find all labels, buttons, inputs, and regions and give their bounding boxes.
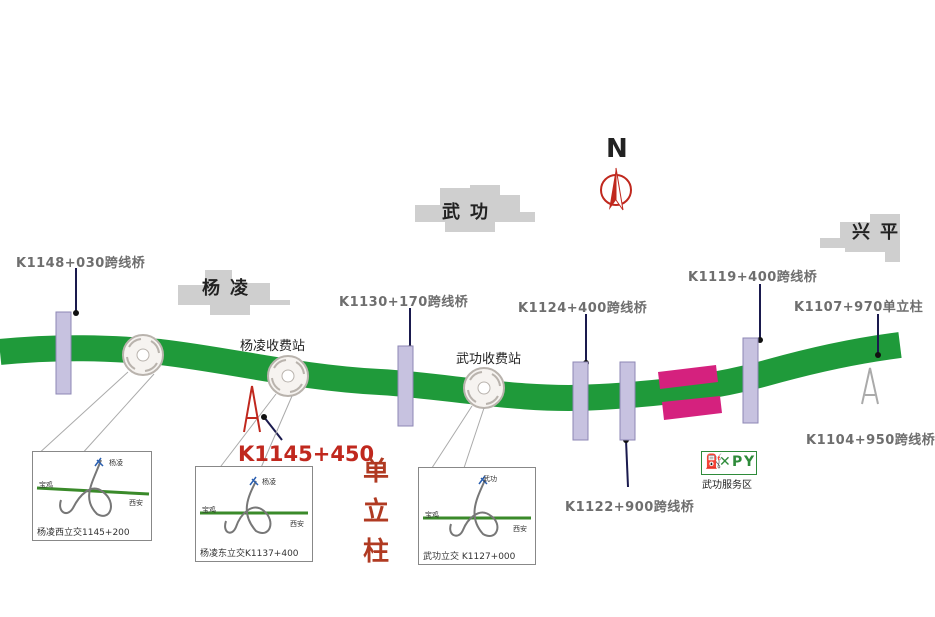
- toll-station-label-yangling: 杨凌收费站: [240, 339, 306, 354]
- city-label-yangling: 杨凌: [202, 278, 258, 299]
- highlight-type-label: 单立柱: [362, 457, 389, 567]
- dining-icon: Y: [744, 454, 755, 470]
- city-block-yangling: [178, 270, 290, 315]
- inset-north-label: 武功: [483, 475, 497, 483]
- inset-north-label: 杨凌: [262, 478, 276, 486]
- inset-east-label: 西安: [513, 525, 527, 533]
- inset-north-label: 杨凌: [109, 459, 123, 467]
- interchange-inset-yangling-west: 杨凌 宝鸡 西安 杨凌西立交1145+200: [32, 451, 152, 541]
- bridge-label-k1107: K1107+970单立柱: [794, 300, 924, 315]
- inset-caption: 杨凌东立交K1137+400: [200, 549, 299, 559]
- inset-callout-lines: [35, 371, 485, 475]
- bridge-k1122: [619, 361, 636, 441]
- bridge-k1124: [572, 361, 589, 441]
- city-label-xingping: 兴平: [852, 222, 908, 243]
- interchange-icons: [122, 334, 505, 409]
- bridge-label-k1130: K1130+170跨线桥: [339, 295, 469, 310]
- interchange-icon-yangling-west: [122, 334, 164, 376]
- interchange-inset-yangling-east: 杨凌 宝鸡 西安 杨凌东立交K1137+400: [195, 466, 313, 562]
- bridge-k1148: [55, 311, 72, 395]
- city-block-xingping: [820, 214, 900, 262]
- single-column-sign-k1107: [861, 367, 879, 405]
- bridge-label-k1119: K1119+400跨线桥: [688, 270, 818, 285]
- inset-west-label: 宝鸡: [425, 511, 439, 519]
- north-label: N: [606, 134, 628, 164]
- single-column-sign-k1145: [243, 385, 261, 433]
- highway-map: [0, 167, 902, 488]
- inset-caption: 杨凌西立交1145+200: [37, 528, 130, 538]
- highlight-kilometer-label: K1145+450: [238, 442, 375, 466]
- service-area-sign: ⛽ ✕ P Y: [701, 451, 757, 475]
- city-block-wugong: [415, 185, 535, 232]
- bridge-label-k1124: K1124+400跨线桥: [518, 301, 648, 316]
- city-label-wugong: 武功: [442, 202, 498, 223]
- bridge-label-k1104: K1104+950跨线桥: [806, 433, 935, 448]
- inset-west-label: 宝鸡: [202, 506, 216, 514]
- inset-caption: 武功立交 K1127+000: [423, 552, 516, 562]
- inset-west-label: 宝鸡: [39, 481, 53, 489]
- bridge-label-k1148: K1148+030跨线桥: [16, 256, 146, 271]
- interchange-icon-wugong: [463, 367, 505, 409]
- interchange-icon-yangling-east: [267, 355, 309, 397]
- inset-east-label: 西安: [129, 499, 143, 507]
- restaurant-icon: ✕: [719, 454, 731, 470]
- north-arrow-icon: [600, 167, 632, 211]
- leader-lines: [75, 268, 879, 488]
- parking-icon: P: [732, 454, 743, 470]
- inset-east-label: 西安: [290, 520, 304, 528]
- bridge-k1130: [397, 345, 414, 427]
- interchange-inset-wugong: 武功 宝鸡 西安 武功立交 K1127+000: [418, 467, 536, 565]
- bridge-markers: [55, 311, 759, 441]
- fuel-icon: ⛽: [705, 454, 723, 470]
- bridge-k1119: [742, 337, 759, 424]
- service-area-marker: [658, 365, 722, 420]
- toll-station-label-wugong: 武功收费站: [456, 352, 522, 367]
- bridge-label-k1122: K1122+900跨线桥: [565, 500, 695, 515]
- service-area-label: 武功服务区: [702, 480, 752, 491]
